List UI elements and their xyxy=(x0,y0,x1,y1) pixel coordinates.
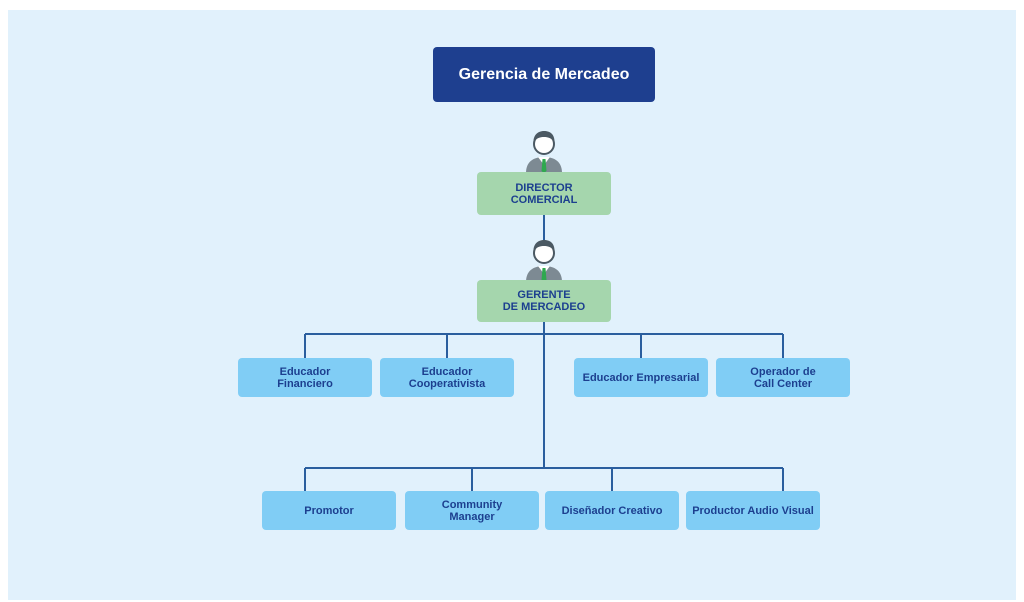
title-label: Gerencia de Mercadeo xyxy=(458,65,630,83)
disenador-creativo-box: Diseñador Creativo xyxy=(545,491,679,530)
row1-0-line2: Financiero xyxy=(277,377,333,390)
row2-0-line1: Promotor xyxy=(304,504,354,517)
row2-1-line2: Manager xyxy=(449,510,495,523)
row1-1-line1: Educador xyxy=(421,365,473,378)
gerente-mercadeo-box: GERENTE DE MERCADEO xyxy=(477,280,611,322)
educador-empresarial-box: Educador Empresarial xyxy=(574,358,708,397)
row2-3-line1: Productor Audio Visual xyxy=(692,504,814,517)
row2-1-line1: Community xyxy=(441,498,503,511)
row2-2-line1: Diseñador Creativo xyxy=(561,504,663,517)
row1-3-line1: Operador de xyxy=(750,365,816,378)
gerente-label-line2: DE MERCADEO xyxy=(502,301,586,313)
title-box: Gerencia de Mercadeo xyxy=(433,47,655,102)
operador-call-center-box: Operador de Call Center xyxy=(716,358,850,397)
row1-0-line1: Educador xyxy=(279,365,331,378)
director-label-line1: DIRECTOR xyxy=(515,181,573,194)
educador-cooperativista-box: Educador Cooperativista xyxy=(380,358,514,397)
gerente-label-line1: GERENTE xyxy=(517,289,571,301)
row1-2-line1: Educador Empresarial xyxy=(582,371,700,384)
row1-3-line2: Call Center xyxy=(753,377,813,390)
educador-financiero-box: Educador Financiero xyxy=(238,358,372,397)
person-icon xyxy=(526,131,562,173)
productor-audio-visual-box: Productor Audio Visual xyxy=(686,491,820,530)
community-manager-box: Community Manager xyxy=(405,491,539,530)
person-icon xyxy=(526,240,562,282)
row1-1-line2: Cooperativista xyxy=(408,377,486,390)
director-label-line2: COMERCIAL xyxy=(510,193,578,206)
promotor-box: Promotor xyxy=(262,491,396,530)
director-comercial-box: DIRECTOR COMERCIAL xyxy=(477,172,611,215)
